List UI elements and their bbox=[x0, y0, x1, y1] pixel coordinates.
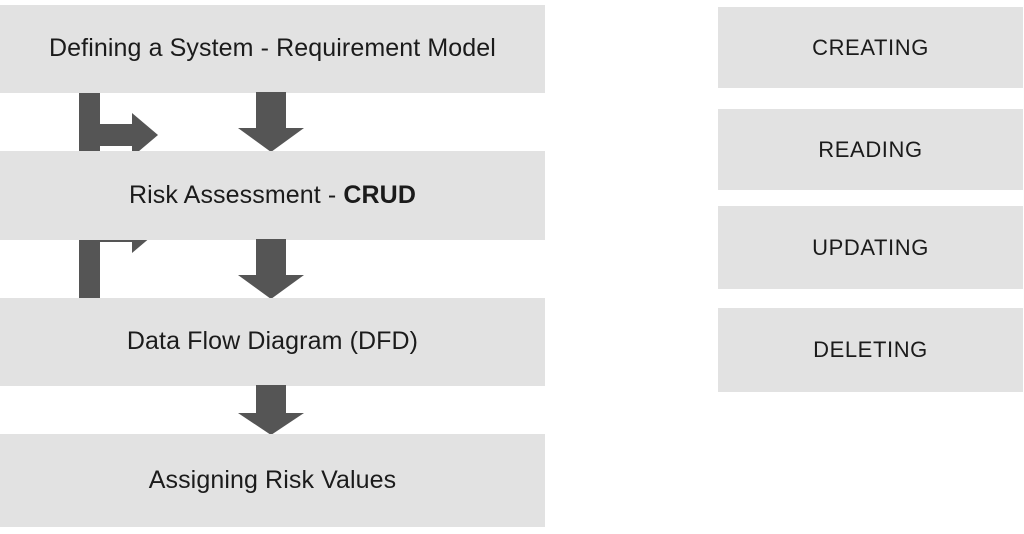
process-box-requirement-model: Defining a System - Requirement Model bbox=[0, 5, 545, 93]
crud-box-updating: UPDATING bbox=[718, 206, 1023, 289]
crud-box-label: READING bbox=[818, 136, 923, 162]
crud-box-reading: READING bbox=[718, 109, 1023, 190]
branch-arrow-reading bbox=[90, 113, 158, 157]
crud-box-creating: CREATING bbox=[718, 7, 1023, 88]
process-box-label: Data Flow Diagram (DFD) bbox=[126, 327, 419, 356]
flow-arrow-risk-to-dfd bbox=[238, 239, 304, 299]
flow-arrow-dfd-to-risk-values bbox=[238, 385, 304, 435]
process-box-data-flow-diagram: Data Flow Diagram (DFD) bbox=[0, 298, 545, 386]
process-box-label: Defining a System - Requirement Model bbox=[49, 34, 496, 63]
flow-arrow-requirement-to-risk bbox=[238, 92, 304, 152]
crud-box-deleting: DELETING bbox=[718, 308, 1023, 392]
process-box-label-text: Risk Assessment - bbox=[129, 180, 344, 209]
process-box-assigning-risk-values: Assigning Risk Values bbox=[0, 434, 545, 527]
process-box-risk-assessment: Risk Assessment - CRUD bbox=[0, 151, 545, 240]
crud-box-label: UPDATING bbox=[812, 234, 929, 260]
process-box-label: Assigning Risk Values bbox=[148, 465, 397, 494]
crud-box-label: CREATING bbox=[812, 34, 929, 60]
process-box-label-emphasis: CRUD bbox=[343, 180, 416, 209]
crud-box-label: DELETING bbox=[813, 337, 928, 362]
process-box-label: Risk Assessment - CRUD bbox=[129, 180, 416, 210]
